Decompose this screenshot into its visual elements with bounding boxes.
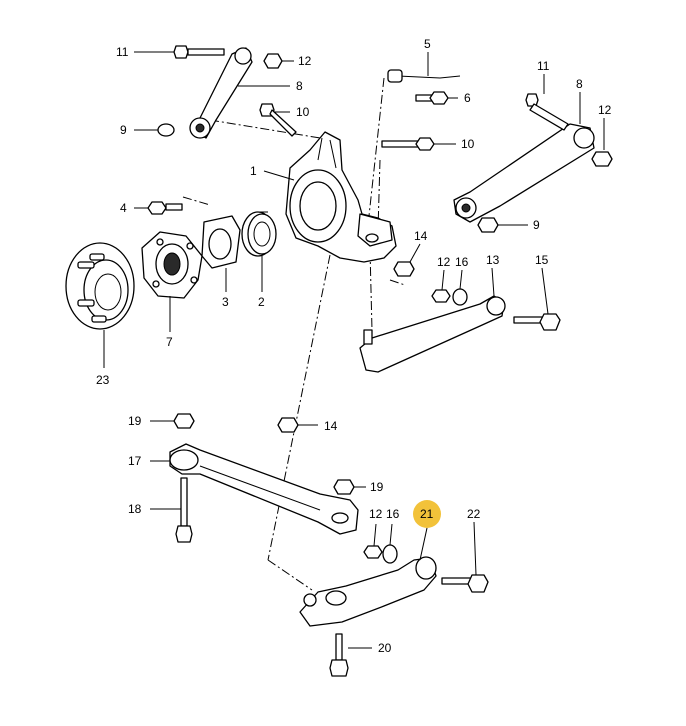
nut-19-right: [333, 479, 355, 495]
bolt-10-mid: [259, 103, 297, 137]
bolt-4: [147, 201, 183, 215]
callout-10-right[interactable]: 10: [461, 137, 475, 151]
nut-19-left: [173, 413, 195, 429]
callout-11-right[interactable]: 11: [537, 59, 550, 73]
part-7-drive-flange: [141, 231, 203, 299]
callout-12-mid[interactable]: 12: [437, 255, 451, 269]
callout-14-lower[interactable]: 14: [324, 419, 338, 433]
callout-16-low[interactable]: 16: [386, 507, 400, 521]
nut-14-upper: [393, 261, 415, 277]
callout-8-top[interactable]: 8: [296, 79, 303, 93]
callout-21[interactable]: 21: [420, 507, 434, 521]
bolt-11-right: [525, 93, 569, 131]
part-1-wheel-carrier: [285, 131, 397, 263]
callout-3[interactable]: 3: [222, 295, 229, 309]
callout-9-right[interactable]: 9: [533, 218, 540, 232]
callout-12-top[interactable]: 12: [298, 54, 312, 68]
nut-12-right: [591, 151, 613, 167]
callout-4[interactable]: 4: [120, 201, 127, 215]
callout-22[interactable]: 22: [467, 507, 481, 521]
callout-11-top[interactable]: 11: [116, 45, 129, 59]
part-3-backing-plate: [201, 215, 241, 269]
nut-14-lower: [277, 417, 299, 433]
callout-18[interactable]: 18: [128, 502, 142, 516]
bolt-22: [441, 574, 489, 593]
callout-6[interactable]: 6: [464, 91, 471, 105]
nut-12-top: [263, 53, 283, 69]
callout-13[interactable]: 13: [486, 253, 500, 267]
bolt-18: [175, 477, 193, 543]
callout-14-upper[interactable]: 14: [414, 229, 428, 243]
sensor-5: [387, 69, 461, 83]
callout-20[interactable]: 20: [378, 641, 392, 655]
callout-21-highlight[interactable]: [413, 500, 441, 528]
part-17-trailing-arm: [169, 443, 359, 535]
leader-lines: [103, 51, 605, 649]
callout-8-right[interactable]: 8: [576, 77, 583, 91]
callout-23[interactable]: 23: [96, 373, 110, 387]
callout-19-left[interactable]: 19: [128, 414, 142, 428]
callout-15[interactable]: 15: [535, 253, 549, 267]
part-13-track-rod: [359, 295, 506, 373]
callout-5[interactable]: 5: [424, 37, 431, 51]
callout-12-low[interactable]: 12: [369, 507, 383, 521]
bolt-10-right: [381, 137, 435, 151]
part-2-wheel-bearing: [241, 211, 277, 257]
callout-2[interactable]: 2: [258, 295, 265, 309]
callout-7[interactable]: 7: [166, 335, 173, 349]
part-8-upper-link-right: [453, 123, 595, 223]
callout-10-mid[interactable]: 10: [296, 105, 310, 119]
callout-1[interactable]: 1: [250, 164, 257, 178]
washer-16-mid: [452, 288, 468, 306]
callout-19-right[interactable]: 19: [370, 480, 384, 494]
bolt-6: [415, 91, 449, 105]
callout-17[interactable]: 17: [128, 454, 142, 468]
bolt-11-top: [173, 45, 225, 59]
callout-12-right[interactable]: 12: [598, 103, 612, 117]
part-21-lower-control-arm: [299, 556, 437, 627]
nut-12-mid: [431, 289, 451, 303]
nut-9-right: [477, 217, 499, 233]
bolt-15: [513, 313, 561, 331]
washer-9-left: [157, 123, 175, 137]
bolt-20: [329, 633, 349, 677]
washer-16-low: [382, 544, 398, 564]
callout-16-mid[interactable]: 16: [455, 255, 469, 269]
nut-12-low: [363, 545, 383, 559]
part-23-wheel-hub: [65, 242, 135, 330]
callout-9-left[interactable]: 9: [120, 123, 127, 137]
callout-labels: 11 12 8 9 10 10 1 4 5 6 11 8 12 9 14 3 2…: [96, 37, 612, 655]
part-8-upper-link-left: [189, 47, 253, 139]
